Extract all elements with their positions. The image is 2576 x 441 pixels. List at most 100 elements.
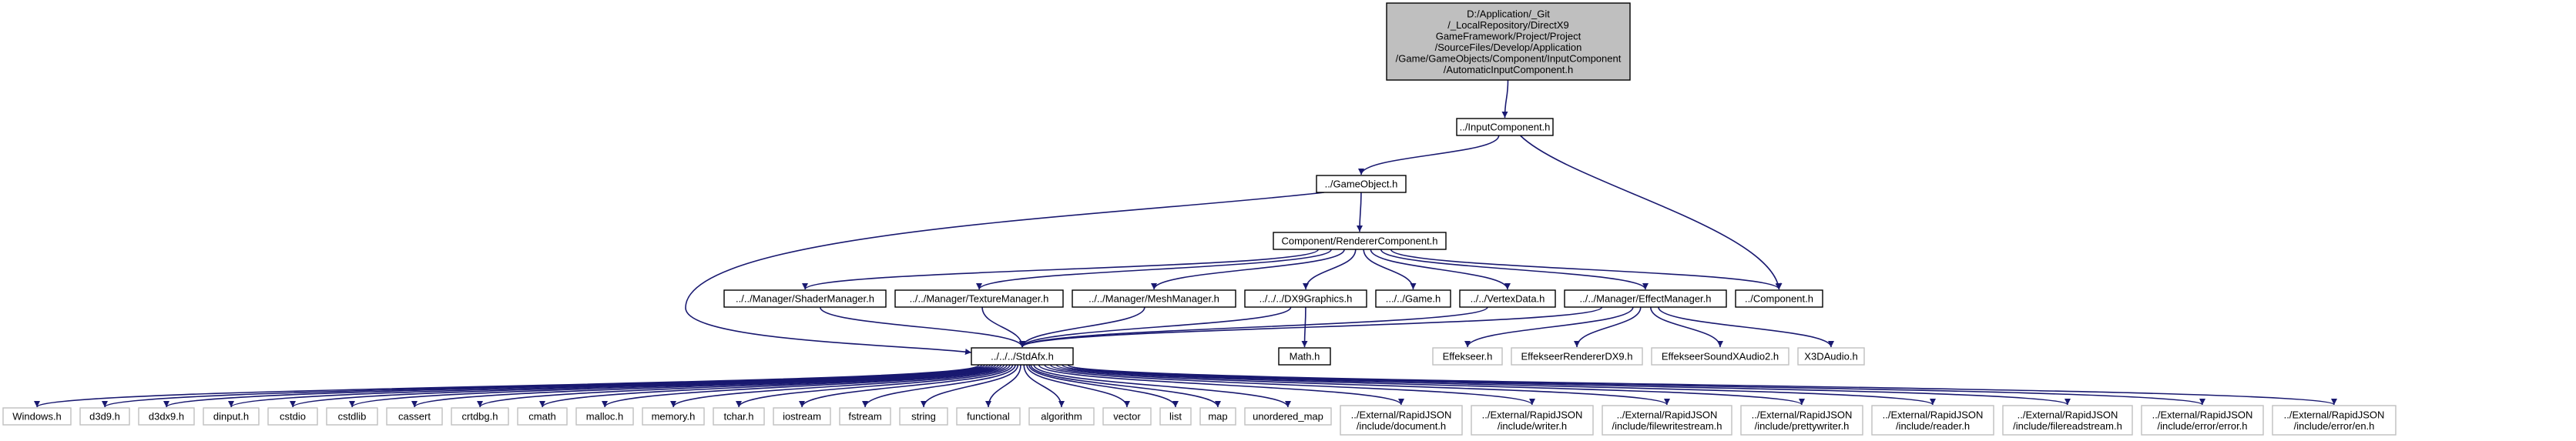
node-cstdio: cstdio	[267, 407, 318, 426]
node-string-label-line: string	[911, 411, 936, 423]
node-rj_en: ../External/RapidJSON/include/error/en.h	[2272, 405, 2397, 436]
node-d3dx9-label-line: d3dx9.h	[149, 411, 184, 423]
node-umap-box	[1244, 407, 1332, 426]
node-x3d-box	[1797, 347, 1865, 366]
node-rj_err-box	[2141, 405, 2264, 436]
edge-stdafx-to-cstdio	[290, 364, 991, 408]
node-effect[interactable]: ../../Manager/EffectManager.h	[1564, 289, 1727, 308]
node-rj_doc-label-line: /include/document.h	[1357, 420, 1446, 432]
node-efk-box	[1432, 347, 1503, 366]
node-component-label-line: ../Component.h	[1745, 293, 1813, 305]
node-renderer[interactable]: Component/RendererComponent.h	[1273, 232, 1447, 250]
edge-stdafx-to-d3d9	[102, 364, 983, 408]
node-rj_reader-label-line: /include/reader.h	[1896, 420, 1970, 432]
node-functional: functional	[956, 407, 1021, 426]
node-vector-label-line: vector	[1113, 411, 1141, 423]
edge-stdafx-to-rj_doc	[1038, 364, 1404, 406]
node-component[interactable]: ../Component.h	[1735, 289, 1823, 308]
edge-effect-to-efks	[1649, 306, 1723, 348]
node-string-box	[899, 407, 948, 426]
node-mesh-box	[1072, 289, 1236, 308]
node-rj_reader-box	[1871, 405, 1994, 436]
node-game[interactable]: .../../Game.h	[1375, 289, 1451, 308]
edge-stdafx-to-rj_en	[1067, 364, 2337, 406]
node-root[interactable]: D:/Application/_Git/_LocalRepository/Dir…	[1386, 2, 1631, 81]
node-rj_pw: ../External/RapidJSON/include/prettywrit…	[1740, 405, 1863, 436]
node-cstdlib-label-line: cstdlib	[338, 411, 367, 423]
node-rj_reader-label-line: ../External/RapidJSON	[1883, 409, 1984, 420]
edge-stdafx-to-rj_writer	[1044, 364, 1535, 406]
node-game-label-line: .../../Game.h	[1386, 293, 1441, 305]
node-rj_frs-label-line: /include/filereadstream.h	[2013, 420, 2122, 432]
edge-renderer-to-game	[1363, 249, 1417, 290]
node-rj_err-label-line: /include/error/error.h	[2157, 420, 2247, 432]
node-renderer-label-line: Component/RendererComponent.h	[1281, 236, 1437, 247]
node-fstream-label-line: fstream	[848, 411, 881, 423]
node-math[interactable]: Math.h	[1278, 347, 1331, 366]
node-mesh[interactable]: ../../Manager/MeshManager.h	[1072, 289, 1236, 308]
node-tchar-label-line: tchar.h	[723, 411, 753, 423]
edge-renderer-to-vertex	[1370, 249, 1511, 290]
node-shader[interactable]: ../../Manager/ShaderManager.h	[723, 289, 887, 308]
node-vertex-box	[1459, 289, 1556, 308]
edge-mesh-to-stdafx	[1019, 306, 1145, 348]
node-cassert-label-line: cassert	[398, 411, 431, 423]
node-gameobject[interactable]: ../GameObject.h	[1316, 175, 1407, 193]
node-stdafx[interactable]: ../../../StdAfx.h	[971, 347, 1074, 366]
node-efk-label-line: Effekseer.h	[1443, 351, 1493, 362]
node-algorithm-label-line: algorithm	[1041, 411, 1082, 423]
node-texture[interactable]: ../../Manager/TextureManager.h	[894, 289, 1064, 308]
edge-renderer-to-dx9	[1303, 249, 1357, 290]
node-rj_pw-label-line: /include/prettywriter.h	[1755, 420, 1850, 432]
node-rj_en-label-line: ../External/RapidJSON	[2284, 409, 2385, 420]
node-d3dx9-box	[138, 407, 195, 426]
node-umap-label-line: unordered_map	[1253, 411, 1323, 423]
node-dinput-label-line: dinput.h	[213, 411, 249, 423]
node-dx9[interactable]: ../../../DX9Graphics.h	[1244, 289, 1367, 308]
node-root-box	[1386, 2, 1631, 81]
edge-stdafx-to-fstream	[862, 364, 1016, 408]
node-gameobject-label-line: ../GameObject.h	[1325, 179, 1398, 190]
node-map: map	[1199, 407, 1236, 426]
edge-effect-to-stdafx	[1019, 306, 1603, 348]
edge-input-to-gameobject	[1358, 135, 1500, 175]
node-string: string	[899, 407, 948, 426]
node-efk: Effekseer.h	[1432, 347, 1503, 366]
node-rj_pw-label-line: ../External/RapidJSON	[1752, 409, 1853, 420]
node-stdafx-label-line: ../../../StdAfx.h	[991, 351, 1054, 362]
node-input[interactable]: ../InputComponent.h	[1456, 118, 1554, 136]
edge-gameobject-to-stdafx	[685, 192, 1325, 355]
edge-effect-to-efkr	[1574, 306, 1642, 348]
edge-stdafx-to-vector	[1026, 364, 1130, 408]
node-crtdbg: crtdbg.h	[451, 407, 509, 426]
node-input-label-line: ../InputComponent.h	[1460, 122, 1551, 133]
node-rj_writer: ../External/RapidJSON/include/writer.h	[1471, 405, 1594, 436]
edge-stdafx-to-rj_reader	[1062, 364, 1936, 406]
node-rj_fws-box	[1602, 405, 1732, 436]
node-efkr-box	[1511, 347, 1643, 366]
edge-stdafx-to-cmath	[539, 364, 1002, 408]
node-memory-box	[642, 407, 705, 426]
node-memory-label-line: memory.h	[652, 411, 696, 423]
node-rj_doc-box	[1340, 405, 1463, 436]
node-vector: vector	[1102, 407, 1152, 426]
node-rj_writer-label-line: /include/writer.h	[1498, 420, 1567, 432]
node-windows-label-line: Windows.h	[12, 411, 62, 423]
edge-dx9-to-stdafx	[1019, 306, 1292, 348]
node-vertex[interactable]: ../../VertexData.h	[1459, 289, 1556, 308]
node-root-label-line: /AutomaticInputComponent.h	[1444, 64, 1573, 75]
node-algorithm-box	[1028, 407, 1095, 426]
node-cmath-label-line: cmath	[528, 411, 555, 423]
node-input-box	[1456, 118, 1554, 136]
node-d3d9-box	[79, 407, 130, 426]
node-math-label-line: Math.h	[1290, 351, 1320, 362]
edge-stdafx-to-list	[1028, 364, 1179, 408]
node-efks-box	[1651, 347, 1789, 366]
node-rj_frs-box	[2002, 405, 2133, 436]
node-stdafx-box	[971, 347, 1074, 366]
node-layer: D:/Application/_Git/_LocalRepository/Dir…	[2, 2, 2397, 436]
node-rj_err: ../External/RapidJSON/include/error/erro…	[2141, 405, 2264, 436]
node-x3d: X3DAudio.h	[1797, 347, 1865, 366]
edge-input-to-component	[1519, 135, 1782, 290]
edge-stdafx-to-rj_pw	[1055, 364, 1805, 406]
